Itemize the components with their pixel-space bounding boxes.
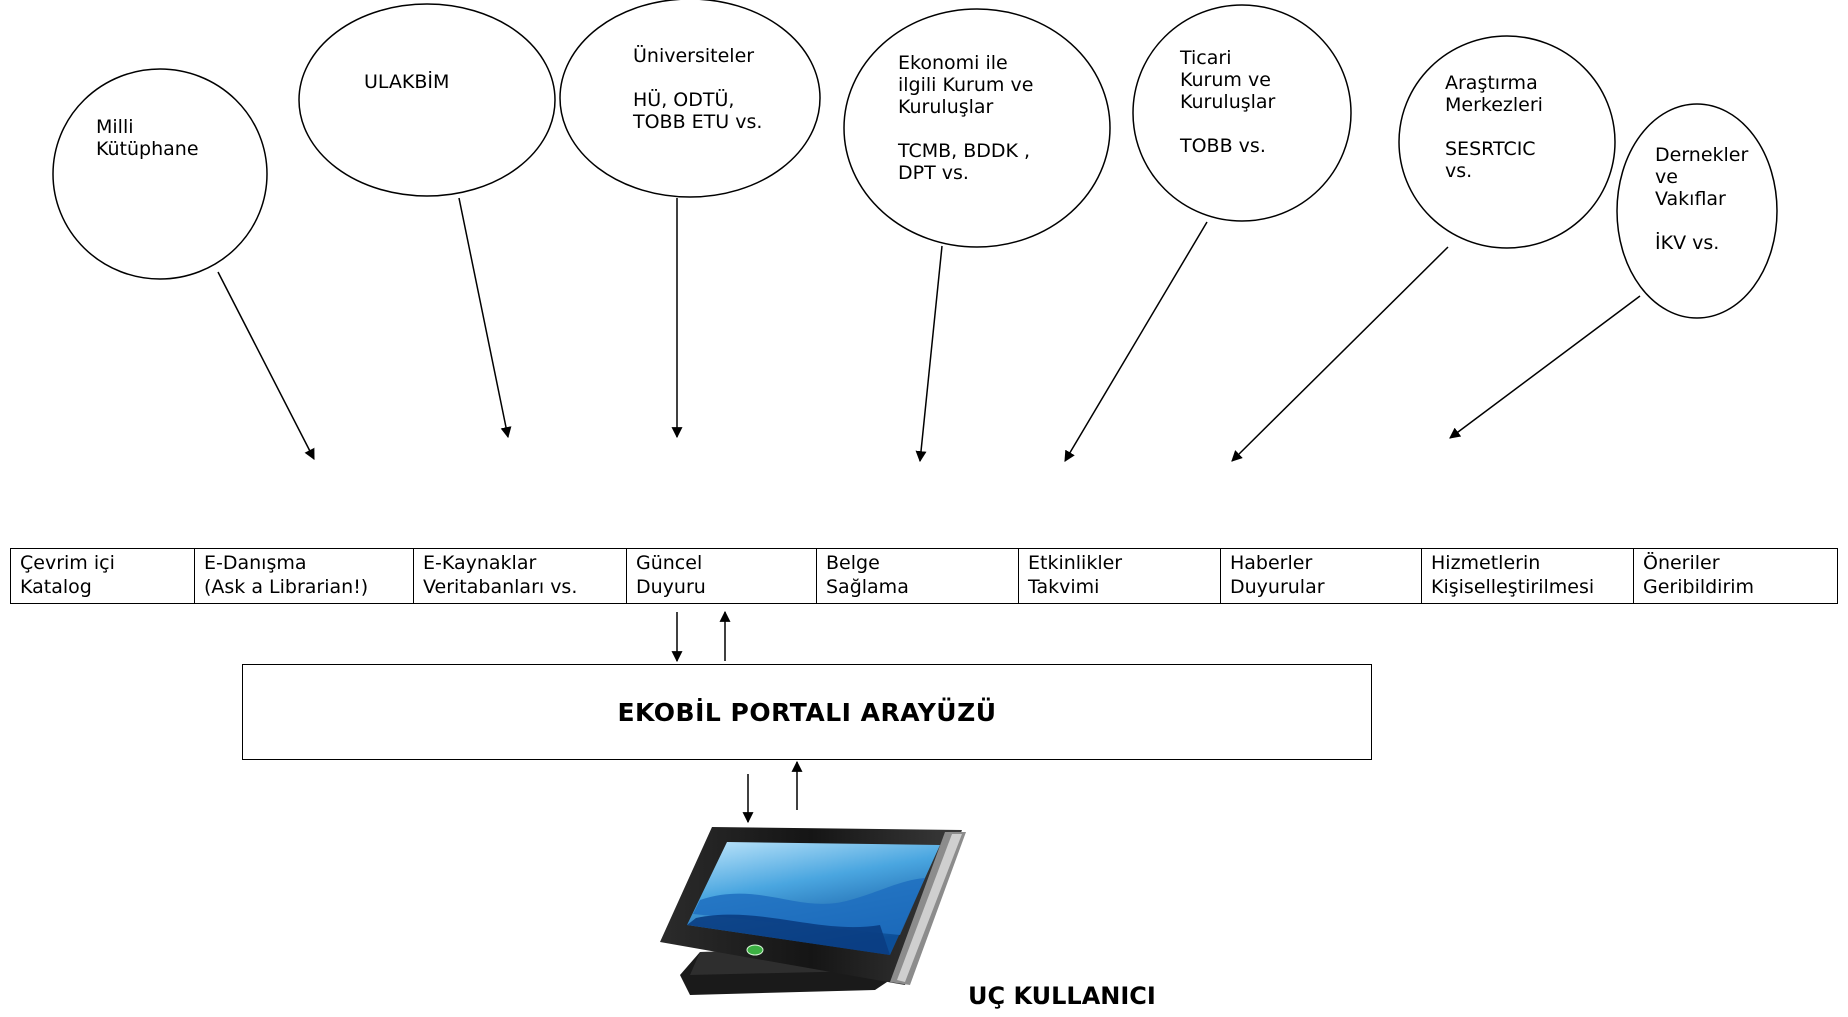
source-bubble-arastirma [1398, 35, 1616, 249]
service-cell-katalog: Çevrim içi Katalog [11, 549, 195, 603]
arrow-ulakbim-to-services [458, 197, 512, 439]
source-label-ticari: Ticari Kurum ve Kuruluşlar TOBB vs. [1180, 47, 1276, 157]
end-user-label: UÇ KULLANICI [968, 982, 1156, 1010]
arrow-dernekler-to-services [1449, 295, 1641, 439]
source-label-dernekler: Dernekler ve Vakıflar İKV vs. [1655, 144, 1749, 254]
monitor-icon [660, 827, 966, 995]
source-bubble-universiteler [559, 0, 821, 198]
source-label-ulakbim: ULAKBİM [364, 71, 450, 93]
portal-interface-box: EKOBİL PORTALI ARAYÜZÜ [242, 664, 1372, 760]
service-bar: Çevrim içi Katalog E-Danışma (Ask a Libr… [10, 548, 1838, 604]
source-bubble-ticari [1132, 4, 1352, 222]
source-bubble-milli [52, 68, 268, 280]
service-cell-duyuru: Güncel Duyuru [627, 549, 817, 603]
arrow-ekonomi-to-services [915, 245, 943, 463]
service-cell-haberler: Haberler Duyurular [1221, 549, 1422, 603]
arrow-ticari-to-services [1064, 221, 1208, 462]
portal-title: EKOBİL PORTALI ARAYÜZÜ [617, 697, 997, 727]
service-cell-oneriler: Öneriler Geribildirim [1643, 552, 1755, 598]
arrow-milli-to-services [217, 271, 315, 460]
service-cell-danisma: E-Danışma (Ask a Librarian!) [195, 549, 414, 603]
source-label-ekonomi: Ekonomi ile ilgili Kurum ve Kuruluşlar T… [898, 52, 1034, 184]
source-label-arastirma: Araştırma Merkezleri SESRTCIC vs. [1445, 72, 1543, 182]
service-cell-belge: Belge Sağlama [817, 549, 1019, 603]
source-bubble-ekonomi [843, 8, 1111, 248]
service-cell-etkinlik: Etkinlikler Takvimi [1019, 549, 1221, 603]
source-label-milli: Milli Kütüphane [96, 116, 199, 160]
source-bubble-ulakbim [298, 3, 556, 197]
arrow-arastirma-to-services [1231, 246, 1449, 462]
service-cell-kaynaklar: E-Kaynaklar Veritabanları vs. [414, 549, 627, 603]
service-cell-kisisel: Hizmetlerin Kişiselleştirilmesi [1422, 549, 1634, 603]
source-bubble-dernekler [1616, 103, 1778, 319]
source-label-universiteler: Üniversiteler HÜ, ODTÜ, TOBB ETU vs. [633, 45, 763, 133]
